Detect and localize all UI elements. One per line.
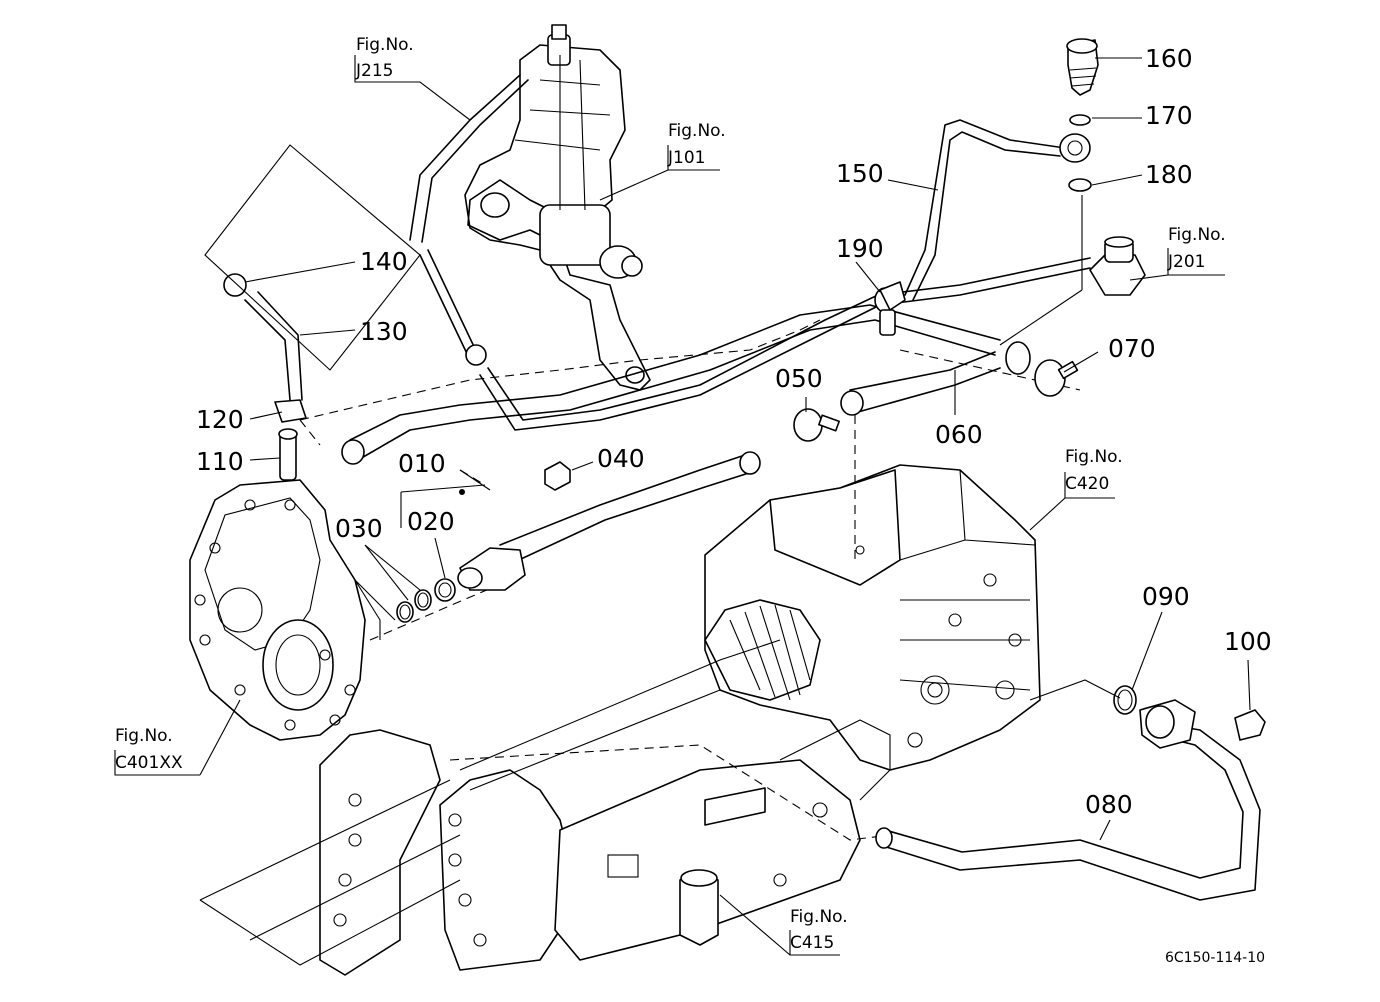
callout-030: 030: [335, 514, 383, 543]
callout-020: 020: [407, 507, 455, 536]
leader-lines: [114, 55, 1251, 956]
front-housing: [189, 479, 396, 741]
clamps: [793, 281, 1079, 442]
figref-j101-line2: J101: [667, 148, 705, 168]
pipe-060: [341, 304, 1031, 465]
hydraulic-pump-assembly: [464, 24, 651, 391]
callout-160: 160: [1145, 44, 1193, 73]
figref-c420-line2: C420: [1065, 474, 1109, 494]
figref-c415-line1: Fig.No.: [790, 907, 848, 927]
o-rings: [396, 578, 456, 623]
pipe-150: [904, 119, 1066, 301]
figref-c401xx-line2: C401XX: [115, 753, 183, 773]
reference-dot: [459, 489, 465, 495]
callout-190: 190: [836, 234, 884, 263]
callout-050: 050: [775, 364, 823, 393]
figref-j201-line2: J201: [1167, 252, 1205, 272]
hose-130-assembly: [204, 144, 487, 481]
callout-080: 080: [1085, 790, 1133, 819]
callout-010: 010: [398, 449, 446, 478]
figref-c401xx-line1: Fig.No.: [115, 726, 173, 746]
callout-110: 110: [196, 447, 244, 476]
callout-060: 060: [935, 420, 983, 449]
callout-090: 090: [1142, 582, 1190, 611]
figref-j201-line1: Fig.No.: [1168, 225, 1226, 245]
callout-040: 040: [597, 444, 645, 473]
transmission-case: [704, 464, 1041, 771]
figref-c420-line1: Fig.No.: [1065, 447, 1123, 467]
chassis-frame: [199, 639, 891, 976]
drawing-code: 6C150-114-10: [1165, 950, 1265, 966]
callout-140: 140: [360, 247, 408, 276]
suction-pipe-010: [457, 451, 761, 591]
figref-j215-line2: J215: [355, 61, 393, 81]
figref-j101-line1: Fig.No.: [668, 121, 726, 141]
callout-170: 170: [1145, 101, 1193, 130]
figref-c415-line2: C415: [790, 933, 834, 953]
figure-references: Fig.No. J215 Fig.No. J101 Fig.No. J201 F…: [115, 35, 1226, 953]
pipe-140-line: [409, 74, 1091, 431]
banjo-bolt-assembly: [999, 38, 1146, 346]
callout-180: 180: [1145, 160, 1193, 189]
callout-labels: 160 170 180 150 190 140 130 120 110 070 …: [196, 44, 1272, 819]
callout-100: 100: [1224, 627, 1272, 656]
callout-070: 070: [1108, 334, 1156, 363]
callout-130: 130: [360, 317, 408, 346]
callout-150: 150: [836, 159, 884, 188]
figref-j215-line1: Fig.No.: [356, 35, 414, 55]
hose-080: [875, 679, 1266, 901]
callout-120: 120: [196, 405, 244, 434]
